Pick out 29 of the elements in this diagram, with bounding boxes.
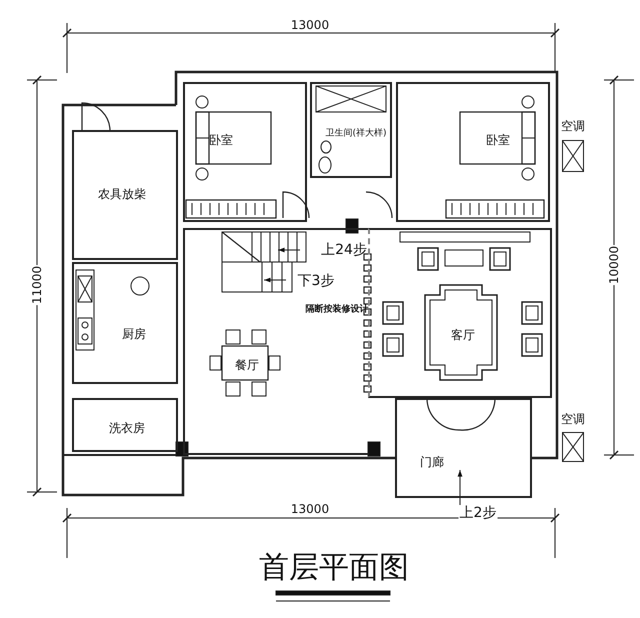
plan-title: 首层平面图 bbox=[259, 553, 409, 583]
room-label: 洗衣房 bbox=[109, 422, 145, 434]
room-outline bbox=[72, 398, 178, 452]
room-outline bbox=[72, 130, 178, 260]
room-outline bbox=[396, 82, 550, 222]
room-outline bbox=[72, 262, 178, 384]
room-outline bbox=[183, 82, 307, 222]
room-outline bbox=[183, 228, 368, 455]
room-label: 卧室 bbox=[486, 134, 510, 146]
room-label: 客厅 bbox=[451, 329, 475, 341]
room-label: 门廊 bbox=[420, 456, 444, 468]
step-note: 下3步 bbox=[296, 273, 336, 289]
dimension-label: 13000 bbox=[290, 18, 330, 32]
room-outline bbox=[310, 82, 392, 178]
room-label: 厨房 bbox=[122, 328, 146, 340]
note-label: 隔断按装修设计 bbox=[304, 304, 370, 316]
room-label: 空调 bbox=[561, 120, 585, 132]
step-note: 上24步 bbox=[320, 242, 368, 258]
room-outline bbox=[395, 398, 532, 498]
dimension-label: 13000 bbox=[290, 502, 330, 516]
room-label: 空调 bbox=[561, 413, 585, 425]
dimension-label: 10000 bbox=[607, 244, 621, 286]
dimension-label: 11000 bbox=[30, 264, 44, 306]
step-note: 上2步 bbox=[458, 505, 498, 521]
room-label: 卧室 bbox=[209, 134, 233, 146]
room-label: 餐厅 bbox=[235, 359, 259, 371]
room-label: 卫生间(祥大样) bbox=[325, 130, 387, 138]
room-outline bbox=[368, 228, 552, 398]
room-label: 农具放柴 bbox=[98, 188, 146, 200]
